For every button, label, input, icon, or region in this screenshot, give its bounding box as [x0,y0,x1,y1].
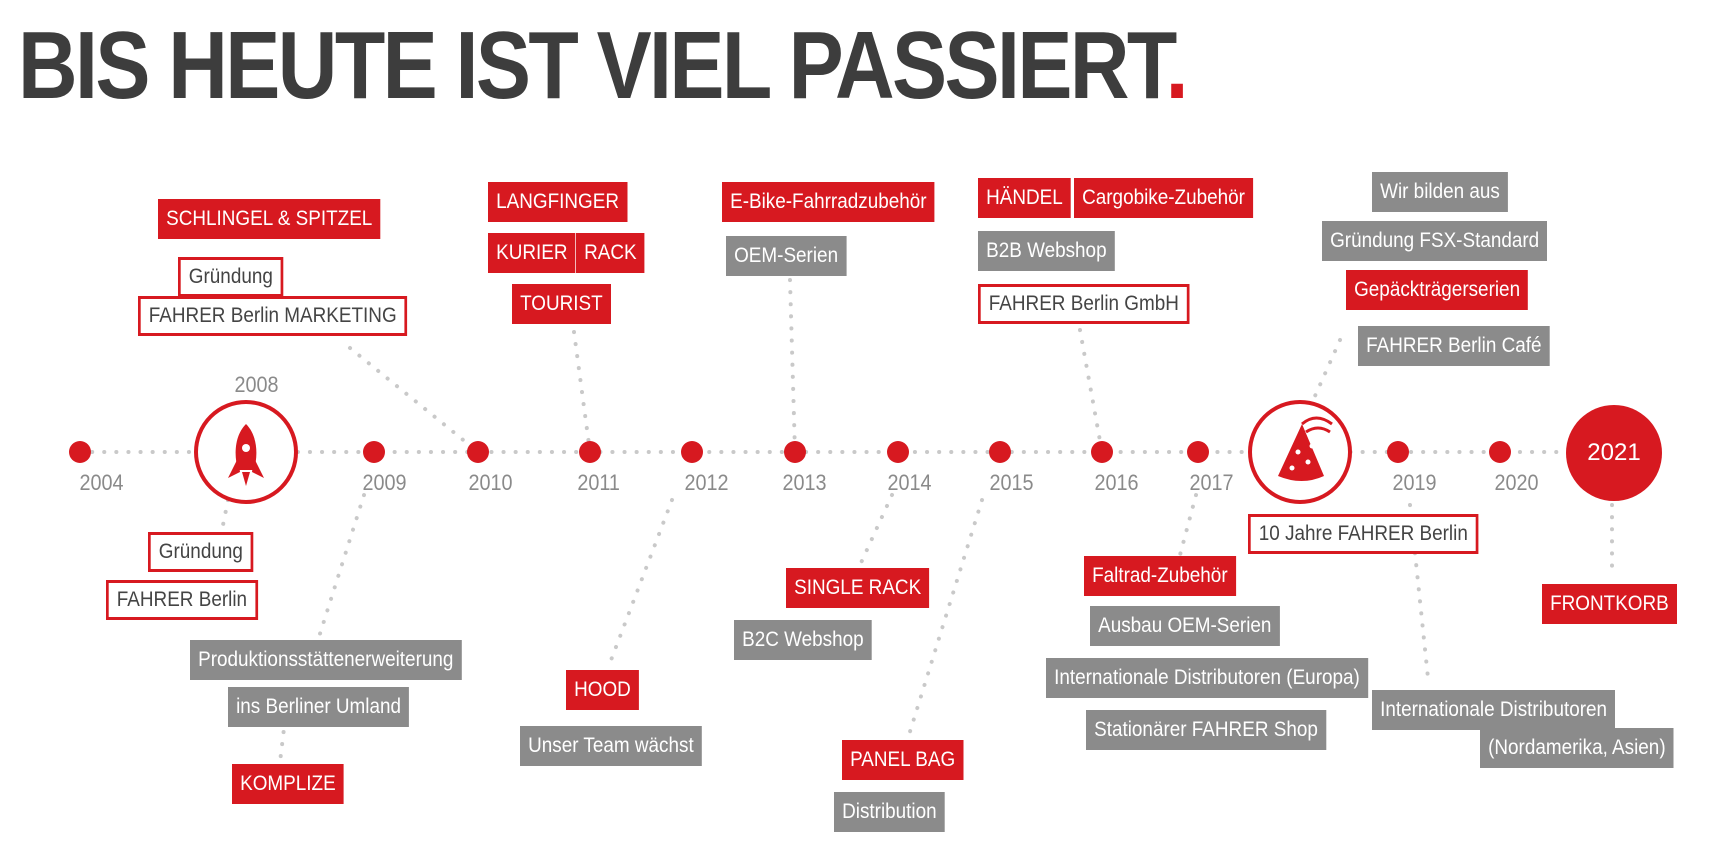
label-2009-produktion: Produktionsstättenerweiterung [190,640,462,680]
label-2009-komplize: KOMPLIZE [232,764,344,804]
label-2011-langfinger: LANGFINGER [488,182,628,222]
label-2018-gepack: Gepäckträgerserien [1346,270,1529,310]
label-2015-distribution: Distribution [834,792,945,832]
label-2021-frontkorb: FRONTKORB [1542,584,1677,624]
marker-2020 [1489,441,1511,463]
label-2016-b2b: B2B Webshop [978,231,1115,271]
connector-2019 [1408,503,1430,680]
label-2008-grundung: Gründung [148,532,254,572]
year-2011: 2011 [577,470,620,495]
label-2011-kurier: KURIER [488,233,576,273]
connector-2014 [858,493,894,567]
marker-2010 [467,441,489,463]
label-2011-tourist: TOURIST [512,284,611,324]
label-2014-b2c: B2C Webshop [734,620,872,660]
connector-2009 [316,493,366,642]
label-2017-shop: Stationärer FAHRER Shop [1086,710,1326,750]
label-2018-ausbilden: Wir bilden aus [1372,172,1508,212]
year-2004: 2004 [79,470,124,495]
title-dot: . [1165,12,1189,119]
label-2019-intl-2: (Nordamerika, Asien) [1480,728,1674,768]
label-2012-team: Unser Team wächst [520,726,702,766]
year-2013: 2013 [782,470,827,495]
year-2014: 2014 [887,470,932,495]
year-2021-badge: 2021 [1566,405,1662,501]
party-hat-icon [1248,400,1352,504]
label-2012-hood: HOOD [566,670,639,710]
connector-2017 [1178,493,1198,557]
label-2018-ten-years: 10 Jahre FAHRER Berlin [1248,514,1479,554]
marker-2011 [579,441,601,463]
marker-2009 [363,441,385,463]
label-2017-intl-europa: Internationale Distributoren (Europa) [1046,658,1368,698]
year-2012: 2012 [684,470,729,495]
connector-2018-up [1288,338,1342,454]
label-2016-cargobike: Cargobike-Zubehör [1074,178,1254,218]
label-2011-rack: RACK [576,233,645,273]
marker-2013 [784,441,806,463]
marker-2014 [887,441,909,463]
year-2017: 2017 [1189,470,1234,495]
connector-2016 [1078,328,1104,454]
rocket-icon [194,400,298,504]
label-2015-panel-bag: PANEL BAG [842,740,964,780]
label-2010-schlingel: SCHLINGEL & SPITZEL [158,199,381,239]
label-2014-single-rack: SINGLE RACK [786,568,930,608]
marker-2019 [1387,441,1409,463]
marker-2012 [681,441,703,463]
label-2013-oem: OEM-Serien [726,236,847,276]
label-2010-marketing: FAHRER Berlin MARKETING [138,296,408,336]
label-2017-faltrad: Faltrad-Zubehör [1084,556,1236,596]
label-2013-ebike: E-Bike-Fahrradzubehör [722,182,935,222]
label-2010-grundung: Gründung [178,257,284,297]
year-2010: 2010 [468,470,513,495]
year-2020: 2020 [1494,470,1539,495]
connector-2011 [572,330,592,454]
marker-2016 [1091,441,1113,463]
marker-2017 [1187,441,1209,463]
marker-2004 [69,441,91,463]
connector-2008 [220,498,230,532]
year-2009: 2009 [362,470,407,495]
label-2017-ausbau: Ausbau OEM-Serien [1090,606,1280,646]
label-2019-intl-1: Internationale Distributoren [1372,690,1616,730]
marker-2015 [989,441,1011,463]
label-2018-cafe: FAHRER Berlin Café [1358,326,1550,366]
page-title: BIS HEUTE IST VIEL PASSIERT. [18,12,1188,119]
year-2008: 2008 [234,372,279,397]
connector-2013 [788,278,797,454]
label-2016-handel: HÄNDEL [978,178,1071,218]
connector-2010 [348,346,480,454]
connector-2009-b [278,718,287,764]
year-2016: 2016 [1094,470,1139,495]
connector-2012 [606,498,674,670]
connector-2015 [906,498,984,740]
year-2015: 2015 [989,470,1034,495]
label-2009-umland: ins Berliner Umland [228,687,410,727]
year-2019: 2019 [1392,470,1437,495]
label-2008-fahrer-berlin: FAHRER Berlin [106,580,258,620]
label-2018-fsx: Gründung FSX-Standard [1322,221,1548,261]
label-2016-gmbh: FAHRER Berlin GmbH [978,284,1190,324]
